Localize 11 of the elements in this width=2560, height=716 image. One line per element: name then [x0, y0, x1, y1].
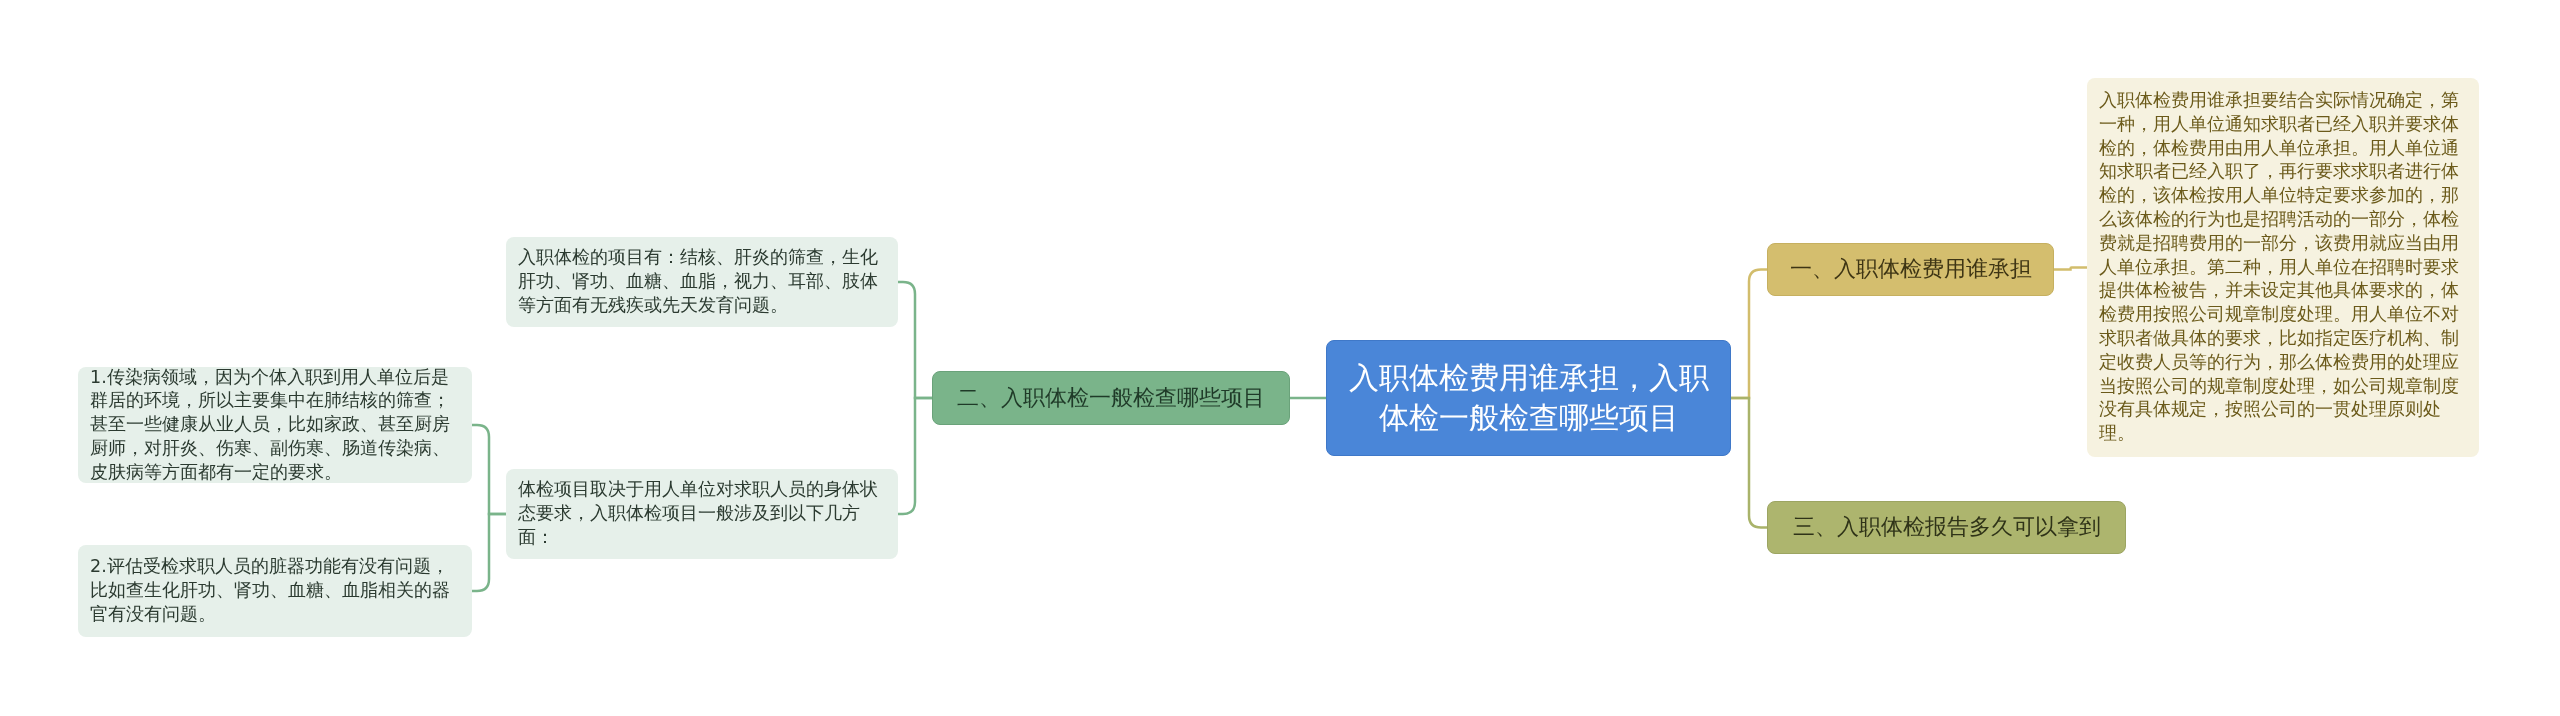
connector-line	[2054, 266, 2087, 271]
text-box: 2.评估受检求职人员的脏器功能有没有问题，比如查生化肝功、肾功、血糖、血脂相关的器官有没有问题。	[78, 545, 472, 637]
central-topic-box: 入职体检费用谁承担，入职体检一般检查哪些项目	[1326, 340, 1731, 456]
text-box: 1.传染病领域，因为个体入职到用人单位后是群居的环境，所以主要集中在肺结核的筛查；甚至一些健康从业人员，比如家政、甚至厨房厨师，对肝炎、伤寒、副伤寒、肠道传染病、皮肤病等方面都有一定的要求。	[78, 367, 472, 483]
branch-topic-box: 三、入职体检报告多久可以拿到	[1767, 501, 2126, 554]
connector-line	[1290, 396, 1326, 400]
branch-topic-box: 二、入职体检一般检查哪些项目	[932, 371, 1290, 425]
text-box: 体检项目取决于用人单位对求职人员的身体状态要求，入职体检项目一般涉及到以下几方面：	[506, 469, 898, 559]
text-box: 入职体检的项目有：结核、肝炎的筛查，生化肝功、肾功、血糖、血脂，视力、耳部、肢体等方面有无残疾或先天发育问题。	[506, 237, 898, 327]
branch-topic-box: 一、入职体检费用谁承担	[1767, 243, 2054, 296]
text-box: 入职体检费用谁承担要结合实际情况确定，第一种，用人单位通知求职者已经入职并要求体检的，体检费用由用人单位承担。用人单位通知求职者已经入职了，再行要求求职者进行体检的，该体检按用人单位特定要求参加的，那么该体检的行为也是招聘活动的一部分，体检费就是招聘费用的一部分，该费用就应当由用人单位承担。第二种，用人单位在招聘时要求提供体检被告，并未设定其他具体要求的，体检费用按照公司规章制度处理。用人单位不对求职者做具体的要求，比如指定医疗机构、制定收费人员等的行为，那么体检费用的处理应当按照公司的规章制度处理，如公司规章制度没有具体规定，按照公司的一贯处理原则处理。	[2087, 78, 2479, 457]
